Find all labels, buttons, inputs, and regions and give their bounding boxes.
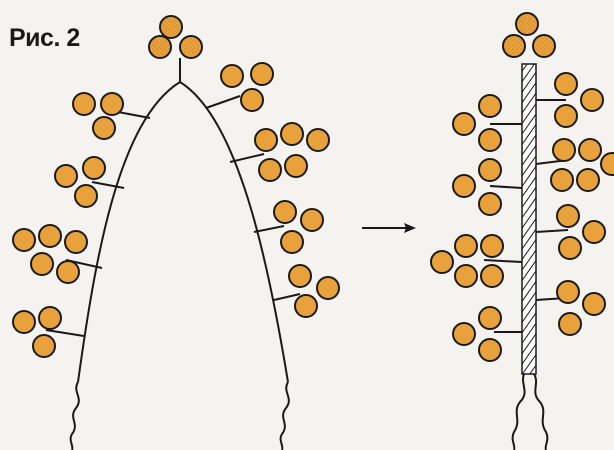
- arrow-right-icon: [362, 223, 416, 233]
- bead-texture: [150, 14, 554, 57]
- bead-cluster: [220, 62, 274, 112]
- bead-cluster: [452, 158, 502, 216]
- bead-cluster: [452, 94, 502, 152]
- bead-cluster: [554, 72, 604, 128]
- bead-cluster: [12, 224, 88, 284]
- bead-cluster: [254, 122, 330, 182]
- bead-cluster: [12, 306, 62, 358]
- bead-cluster: [54, 156, 106, 208]
- figure-label: Рис. 2: [9, 24, 80, 52]
- bead-cluster: [452, 306, 502, 362]
- bead-cluster: [288, 264, 340, 318]
- right-twisted-stem: [511, 63, 549, 450]
- bead-cluster: [273, 200, 324, 254]
- left-bead-clusters: [12, 15, 340, 358]
- left-stems: [45, 58, 301, 337]
- bead-cluster: [430, 234, 504, 288]
- bead-cluster: [556, 204, 606, 260]
- bead-cluster: [550, 138, 614, 192]
- bead-cluster: [72, 92, 124, 140]
- bead-cluster: [556, 280, 606, 336]
